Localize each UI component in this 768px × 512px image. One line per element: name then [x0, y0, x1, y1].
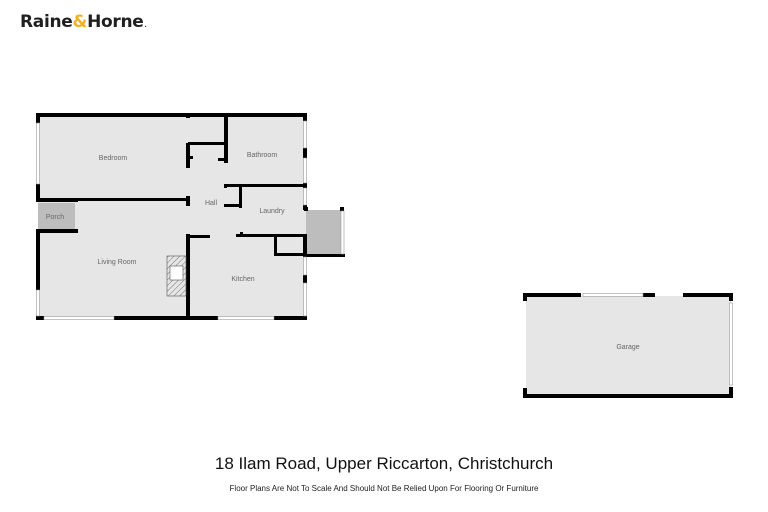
brand-mark: .: [144, 22, 147, 29]
brand-name-part2: Horne: [87, 12, 144, 32]
room-label-bathroom: Bathroom: [247, 152, 278, 159]
brand-ampersand: &: [72, 12, 88, 32]
garage-area: [526, 296, 731, 397]
room-label-living-room: Living Room: [98, 259, 137, 266]
floors: [38, 116, 731, 397]
room-label-garage: Garage: [616, 344, 639, 351]
room-label-hall: Hall: [205, 200, 218, 207]
room-label-porch: Porch: [46, 214, 64, 221]
walls-garage: [523, 293, 733, 398]
fireplace: [166, 255, 187, 297]
walls-main: [36, 113, 345, 320]
room-label-bedroom: Bedroom: [99, 155, 128, 162]
brand-logo: Raine&Horne.: [20, 12, 147, 32]
windows-main: [36, 120, 345, 320]
deck-area: [306, 210, 344, 254]
property-address: 18 Ilam Road, Upper Riccarton, Christchu…: [214, 454, 554, 473]
disclaimer-text: Floor Plans Are Not To Scale And Should …: [229, 484, 539, 493]
room-label-laundry: Laundry: [259, 208, 285, 215]
windows-garage: [582, 293, 733, 386]
brand-name-part1: Raine: [20, 12, 73, 32]
porch-area: [38, 203, 75, 230]
room-label-kitchen: Kitchen: [231, 276, 254, 283]
